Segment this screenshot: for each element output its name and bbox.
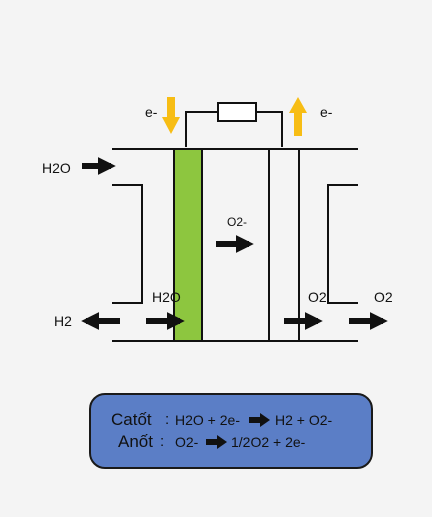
cathode-products: H2 + O2- [275,412,333,428]
anode-reactants: O2- [175,434,199,450]
label-electron-in: e- [145,104,158,120]
anode-colon: : [160,433,165,450]
anode-electrode [268,148,300,342]
external-circuit [185,111,283,147]
anode-products: 1/2O2 + 2e- [231,434,306,450]
label-oxygen-outer: O2 [374,289,393,305]
reaction-equations-box: Catốt : H2O + 2e- H2 + O2- Anốt : O2- 1/… [89,393,373,469]
label-hydrogen: H2 [54,313,72,329]
cathode-arrow-icon [249,413,270,427]
cathode-name: Catốt [111,410,152,429]
label-oxide-ion: O2- [227,215,247,229]
anode-arrow-icon [206,435,227,449]
electron-out-arrow [289,97,307,136]
anode-name: Anốt [118,432,153,451]
cell-walls [112,148,358,342]
cathode-colon: : [165,411,170,428]
cathode-electrode [173,148,203,342]
electron-in-arrow [162,97,180,134]
label-oxygen-inner: O2 [308,289,327,305]
label-water-in: H2O [42,160,71,176]
label-electron-out: e- [320,104,333,120]
cathode-reactants: H2O + 2e- [175,412,240,428]
resistor [217,102,257,122]
label-water-inside: H2O [152,289,181,305]
